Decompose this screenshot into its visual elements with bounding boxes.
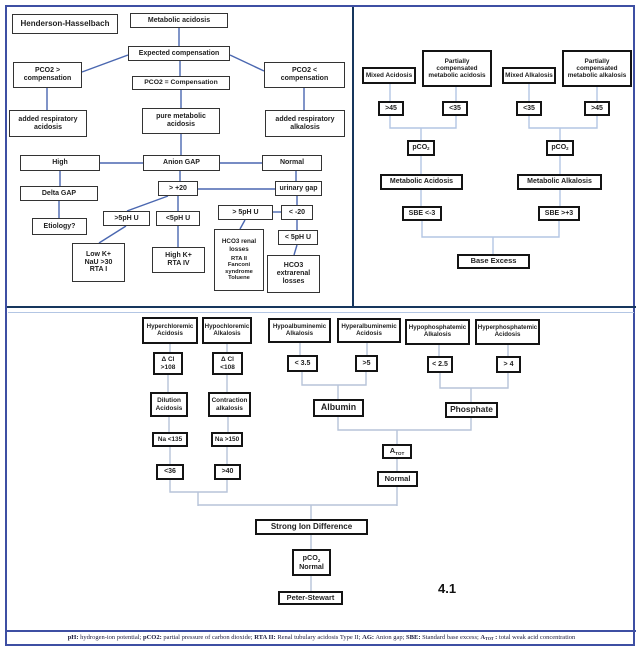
node-pco2-gt45-right: >45	[584, 101, 610, 116]
node-partially-compensated-metabolic-alkalosis: Partially compensated metabolic alkalosi…	[562, 50, 632, 87]
node-high-k-rta4: High K+ RTA IV	[152, 247, 205, 273]
node-pco2-left: pCO2	[407, 140, 435, 156]
node-gt5ph-u-right: > 5pH U	[218, 205, 273, 220]
node-gt5ph-u-left: >5pH U	[103, 211, 150, 226]
node-pco2-lt-compensation: PCO2 < compensation	[264, 62, 345, 88]
node-anion-gap: Anion GAP	[143, 155, 220, 171]
node-urinary-gap: urinary gap	[275, 181, 322, 196]
node-na-gt150: Na >150	[211, 432, 243, 447]
node-hyperphosphatemic-acidosis: Hyperphosphatemic Acidosis	[475, 319, 540, 345]
node-hyperchloremic-acidosis: Hyperchloremic Acidosis	[142, 317, 198, 344]
node-anion-gap-high: High	[20, 155, 100, 171]
node-dilution-acidosis: Dilution Acidosis	[150, 392, 188, 417]
node-lt36: <36	[156, 464, 184, 480]
node-na-lt135: Na <135	[152, 432, 188, 447]
node-pure-metabolic-acidosis: pure metabolic acidosis	[142, 108, 220, 134]
node-gt40: >40	[214, 464, 241, 480]
caption-term: :	[493, 634, 498, 641]
node-metabolic-acidosis-be: Metabolic Acidosis	[380, 174, 463, 190]
node-mixed-acidosis: Mixed Acidosis	[362, 67, 416, 84]
pco2-label: pCO	[551, 144, 567, 152]
node-expected-compensation: Expected compensation	[128, 46, 230, 61]
pco2-subscript: 2	[427, 146, 430, 152]
node-anion-gap-normal: Normal	[262, 155, 322, 171]
node-lt5ph-u-right: < 5pH U	[278, 230, 318, 245]
node-low-k-rta1: Low K+ NaU >30 RTA I	[72, 243, 125, 282]
caption-term: pCO2:	[142, 634, 162, 641]
node-metabolic-acidosis: Metabolic acidosis	[130, 13, 228, 28]
node-hypophosphatemic-alkalosis: Hypophosphatemic Alkalosis	[405, 319, 470, 345]
node-delta-cl-lt108: Δ Cl <108	[212, 352, 243, 375]
pco2-label: pCO	[412, 144, 428, 152]
node-phosphate-lt25: < 2.5	[427, 356, 453, 373]
node-pco2-gt-compensation: PCO2 > compensation	[13, 62, 82, 88]
panel-divider-accent	[8, 311, 634, 313]
node-pco2-lt35-right: <35	[516, 101, 542, 116]
node-delta-cl-gt108: Δ Cl >108	[153, 352, 183, 375]
caption-text: Renal tubulary acidosis Type II;	[275, 634, 363, 641]
node-henderson-title: Henderson-Hasselbach	[12, 14, 118, 34]
node-mixed-alkalosis: Mixed Alkalosis	[502, 67, 556, 84]
node-contraction-alkalosis: Contraction alkalosis	[208, 392, 251, 417]
node-hypochloremic-alkalosis: Hypochloremic Alkalosis	[202, 317, 252, 344]
node-hypoalbuminemic-alkalosis: Hypoalbuminemic Alkalosis	[268, 318, 331, 343]
node-pco2-lt35-left: <35	[442, 101, 468, 116]
node-delta-gap: Delta GAP	[20, 186, 98, 201]
node-phosphate: Phosphate	[445, 402, 498, 418]
node-hco3-extrarenal-losses: HCO3 extrarenal losses	[267, 255, 320, 293]
atot-subscript: TOT	[395, 450, 405, 456]
caption-term: A	[480, 634, 486, 641]
caption-text: partial pressure of carbon dioxide;	[161, 634, 255, 641]
node-strong-ion-difference: Strong Ion Difference	[255, 519, 368, 535]
node-added-respiratory-acidosis: added respiratory acidosis	[9, 110, 87, 137]
node-hyperalbuminemic-acidosis: Hyperalbuminemic Acidosis	[337, 318, 401, 343]
figure-caption: pH: hydrogen-ion potential; pCO2: partia…	[12, 634, 631, 642]
pco2-subscript: 2	[317, 557, 321, 563]
node-lt5ph-u-left: <5pH U	[156, 211, 200, 226]
node-albumin: Albumin	[313, 399, 364, 417]
pco2-label: pCO	[302, 553, 318, 563]
caption-term: RTA II:	[254, 634, 276, 641]
caption-term: AG:	[362, 634, 375, 641]
node-etiology: Etiology?	[32, 218, 87, 235]
node-metabolic-alkalosis-be: Metabolic Alkalosis	[517, 174, 602, 190]
caption-term: SBE:	[406, 634, 421, 641]
hco3-renal-losses-title: HCO3 renal losses	[221, 238, 257, 253]
caption-divider	[7, 630, 636, 632]
node-pco2-right: pCO2	[546, 140, 574, 156]
node-sbe-lt-minus3: SBE <-3	[402, 206, 442, 221]
caption-text: hydrogen-ion potential;	[78, 634, 143, 641]
figure-number: 4.1	[438, 581, 457, 596]
node-partially-compensated-metabolic-acidosis: Partially compensated metabolic acidosis	[422, 50, 492, 87]
node-albumin-gt5: >5	[355, 355, 378, 372]
node-lt-minus-20: < -20	[281, 205, 313, 220]
node-normal-atot: Normal	[377, 471, 418, 487]
pco2-normal-label: Normal	[299, 561, 324, 571]
node-albumin-lt35: < 3.5	[287, 355, 318, 372]
node-added-respiratory-alkalosis: added respiratory alkalosis	[265, 110, 345, 137]
outer-border	[5, 5, 635, 646]
caption-term: pH:	[67, 634, 79, 641]
caption-term-subscript: TOT	[485, 636, 494, 642]
node-pco2-normal: pCO2 Normal	[292, 549, 331, 576]
atot-label: A	[389, 446, 396, 456]
node-sbe-gt-plus3: SBE >+3	[538, 206, 580, 221]
caption-text: Standard base excess;	[420, 634, 481, 641]
caption-text: total weak acid concentration	[497, 634, 576, 641]
node-hco3-renal-losses: HCO3 renal losses RTA II Fanconi syndrom…	[214, 229, 264, 291]
node-phosphate-gt4: > 4	[496, 356, 521, 373]
node-a-tot: ATOT	[382, 444, 412, 459]
node-base-excess: Base Excess	[457, 254, 530, 269]
hco3-renal-losses-causes: RTA II Fanconi syndrome Toluene	[225, 255, 253, 282]
node-pco2-gt45-left: >45	[378, 101, 404, 116]
panel-divider-vertical	[352, 7, 355, 307]
caption-text: Anion gap;	[374, 634, 407, 641]
node-peter-stewart: Peter-Stewart	[278, 591, 343, 605]
node-pco2-eq-compensation: PCO2 = Compensation	[132, 76, 230, 90]
pco2-subscript: 2	[566, 146, 569, 152]
panel-divider-horizontal	[7, 306, 636, 309]
node-gt-plus-20: > +20	[158, 181, 198, 196]
